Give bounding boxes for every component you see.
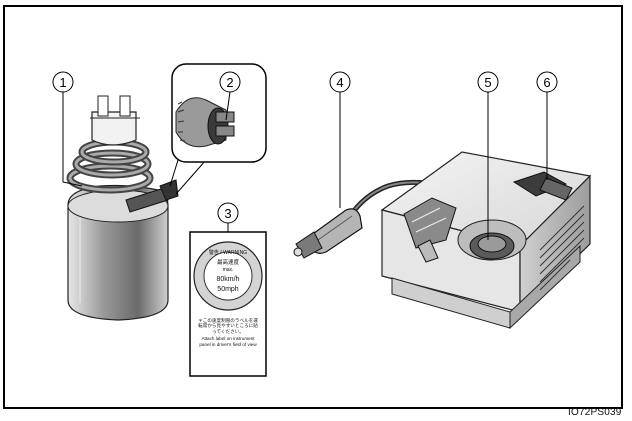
- figure-code: IO72PS039: [568, 407, 622, 418]
- connector-detail-inset: [171, 63, 267, 163]
- callout-1-label: 1: [59, 75, 66, 90]
- callout-4-label: 4: [336, 75, 343, 90]
- callout-6-label: 6: [543, 75, 550, 90]
- callout-5: 5: [477, 71, 499, 240]
- callout-5-label: 5: [484, 75, 491, 90]
- callout-6: 6: [536, 71, 558, 180]
- sticker-japanese-note: ＊この速度制限のラベルを運転席から見やすいところに貼ってください。: [198, 318, 258, 334]
- callout-1: 1: [52, 71, 83, 187]
- callout-2: 2: [219, 71, 241, 121]
- sticker-max-label: max.: [223, 267, 234, 273]
- sealant-bottle: [66, 95, 207, 321]
- power-plug-cable: [293, 179, 433, 259]
- callout-3: 3: [217, 202, 239, 232]
- speed-limit-sticker: 警告 / WARNING 最高速度 max. 80km/h 50mph ＊この速…: [189, 231, 267, 377]
- callout-3-label: 3: [224, 206, 231, 221]
- figure-frame: [3, 5, 623, 409]
- callout-2-label: 2: [226, 75, 233, 90]
- sticker-speed-title: 最高速度: [217, 258, 240, 266]
- sticker-mph-value: 50mph: [217, 286, 239, 293]
- sticker-warning-header: 警告 / WARNING: [209, 249, 247, 256]
- air-compressor: [380, 151, 592, 330]
- callout-4: 4: [329, 71, 351, 208]
- sticker-english-note: Attach label on instrument panel in driv…: [199, 336, 257, 347]
- sticker-kmh-value: 80km/h: [217, 276, 240, 283]
